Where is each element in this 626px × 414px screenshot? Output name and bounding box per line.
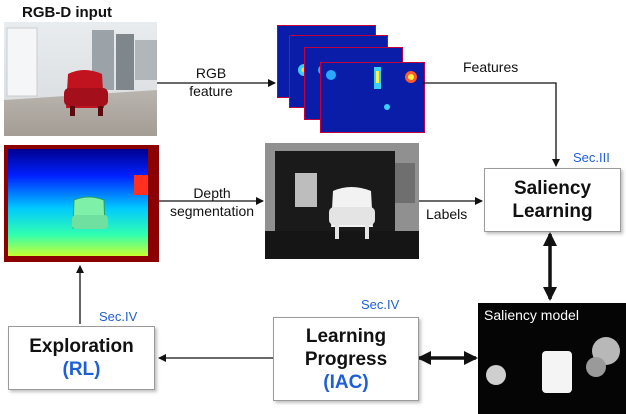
section-label-saliency: Sec.III [573,150,610,165]
exploration-line2: (RL) [62,359,101,380]
saliency-model-label: Saliency model [484,307,579,323]
learning-progress-box: Learning Progress (IAC) [273,317,419,401]
learning-progress-line3: (IAC) [323,371,369,393]
exploration-box: Exploration (RL) [8,326,155,390]
rgb-image [4,22,157,136]
section-label-progress: Sec.IV [361,297,400,312]
edge-label-features: Features [463,59,519,75]
rgbd-input-title: RGB-D input [22,4,112,21]
edge-label-rgb-feature: RGB feature [189,65,233,99]
exploration-line1: Exploration [29,336,134,357]
segmentation-image [265,143,419,259]
learning-progress-line1: Learning [305,325,387,347]
edge-label-depth-segmentation: Depth segmentation [169,185,255,219]
saliency-learning-line1: Saliency [513,178,592,199]
arrow-features-to-saliency [423,82,560,167]
saliency-model-image: Saliency model [478,303,626,414]
depth-image [4,145,159,262]
saliency-learning-box: Saliency Learning [484,168,621,232]
saliency-learning-line2: Learning [512,201,593,222]
learning-progress-line2: Progress [304,348,388,370]
edge-label-labels: Labels [426,206,468,222]
section-label-exploration: Sec.IV [99,309,138,324]
feature-map-4 [320,62,425,133]
